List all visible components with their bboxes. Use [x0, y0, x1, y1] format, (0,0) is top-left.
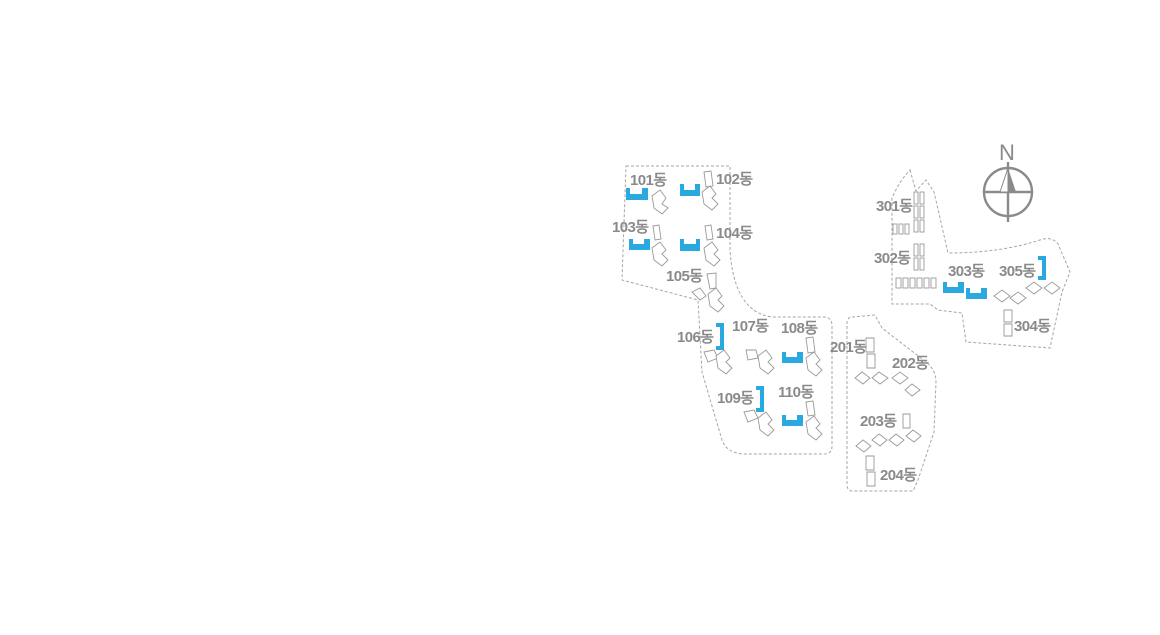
building-outline: [1025, 281, 1043, 295]
building-303-highlight-b[interactable]: [966, 288, 987, 299]
building-outline: [701, 185, 719, 211]
label-106[interactable]: 106동: [677, 329, 715, 346]
label-107[interactable]: 107동: [732, 318, 770, 335]
building-303-highlight-a[interactable]: [943, 282, 964, 293]
building-101-highlight[interactable]: [626, 188, 648, 200]
building-outline: [651, 189, 669, 215]
label-104[interactable]: 104동: [716, 225, 754, 242]
building-outline: [919, 205, 925, 219]
building-outline: [895, 277, 902, 289]
building-outline: [909, 277, 916, 289]
label-305[interactable]: 305동: [999, 263, 1037, 280]
building-outline: [1043, 281, 1061, 295]
building-305-highlight[interactable]: [1038, 256, 1046, 280]
label-103[interactable]: 103동: [612, 219, 650, 236]
building-outline: [913, 205, 919, 219]
building-outline: [805, 400, 816, 417]
building-104-highlight[interactable]: [680, 239, 700, 251]
building-outline: [652, 224, 662, 241]
building-outline: [919, 243, 925, 257]
building-outline: [1003, 309, 1013, 323]
building-outline: [923, 277, 930, 289]
building-outline: [902, 413, 911, 429]
label-102[interactable]: 102동: [716, 171, 754, 188]
building-outline: [871, 371, 889, 385]
label-302[interactable]: 302동: [874, 250, 912, 267]
building-110-highlight[interactable]: [782, 415, 803, 426]
building-outline: [855, 439, 872, 453]
building-outline: [930, 277, 937, 289]
building-109-highlight[interactable]: [756, 386, 764, 412]
highlighted-buildings: [626, 184, 1046, 426]
building-outline: [1009, 291, 1027, 305]
building-outline: [913, 219, 919, 233]
building-outline: [757, 349, 775, 375]
building-outline: [743, 409, 759, 423]
building-102-highlight[interactable]: [680, 184, 700, 196]
building-108-highlight[interactable]: [782, 352, 803, 363]
building-outline: [866, 353, 876, 369]
building-outline: [871, 433, 888, 447]
building-outline: [993, 289, 1011, 303]
building-outline: [902, 277, 909, 289]
building-outline: [919, 191, 925, 205]
label-101[interactable]: 101동: [630, 172, 668, 189]
outline-buildings: [651, 170, 1061, 487]
building-outline: [706, 272, 717, 290]
label-301[interactable]: 301동: [876, 198, 914, 215]
label-201[interactable]: 201동: [830, 339, 868, 356]
building-outline: [707, 287, 725, 313]
building-outline: [866, 471, 876, 487]
building-outline: [898, 223, 904, 235]
label-203[interactable]: 203동: [860, 413, 898, 430]
building-outline: [703, 170, 714, 188]
building-outline: [919, 257, 925, 271]
label-105[interactable]: 105동: [666, 268, 704, 285]
building-outline: [919, 219, 925, 233]
building-outline: [865, 337, 875, 353]
label-204[interactable]: 204동: [880, 467, 918, 484]
building-outline: [913, 257, 919, 271]
building-106-highlight[interactable]: [716, 323, 724, 350]
building-outline: [888, 433, 905, 447]
building-outline: [805, 415, 823, 441]
building-outline: [805, 351, 823, 377]
building-outline: [715, 349, 733, 375]
lot-boundary-100: [621, 165, 833, 455]
compass-north-label: N: [999, 140, 1014, 165]
north-arrow-compass-icon: N: [982, 140, 1034, 222]
building-outline: [1003, 323, 1013, 337]
building-outline: [745, 349, 759, 361]
building-outline: [892, 223, 898, 235]
building-103-highlight[interactable]: [629, 239, 650, 250]
building-outline: [865, 455, 875, 471]
lot-boundary-200: [846, 314, 937, 492]
building-outline: [691, 287, 707, 301]
building-outline: [703, 241, 721, 267]
building-outline: [913, 191, 919, 205]
building-outline: [854, 371, 871, 385]
building-outline: [916, 277, 923, 289]
building-outline: [757, 411, 775, 437]
label-110[interactable]: 110동: [778, 384, 815, 401]
building-outline: [704, 224, 714, 241]
building-outline: [904, 383, 921, 397]
label-303[interactable]: 303동: [948, 263, 986, 280]
building-outline: [905, 429, 922, 443]
building-outline: [913, 243, 919, 257]
label-202[interactable]: 202동: [892, 355, 930, 372]
label-108[interactable]: 108동: [781, 320, 819, 337]
building-outline: [805, 336, 816, 354]
label-109[interactable]: 109동: [717, 390, 755, 407]
label-304[interactable]: 304동: [1014, 318, 1052, 335]
lot-boundary-300: [891, 169, 1071, 349]
building-outline: [891, 371, 909, 385]
building-outline: [651, 241, 669, 267]
building-labels: 101동 102동 103동 104동 105동 106동 107동 108동 …: [612, 171, 1052, 484]
building-outline: [904, 223, 910, 235]
